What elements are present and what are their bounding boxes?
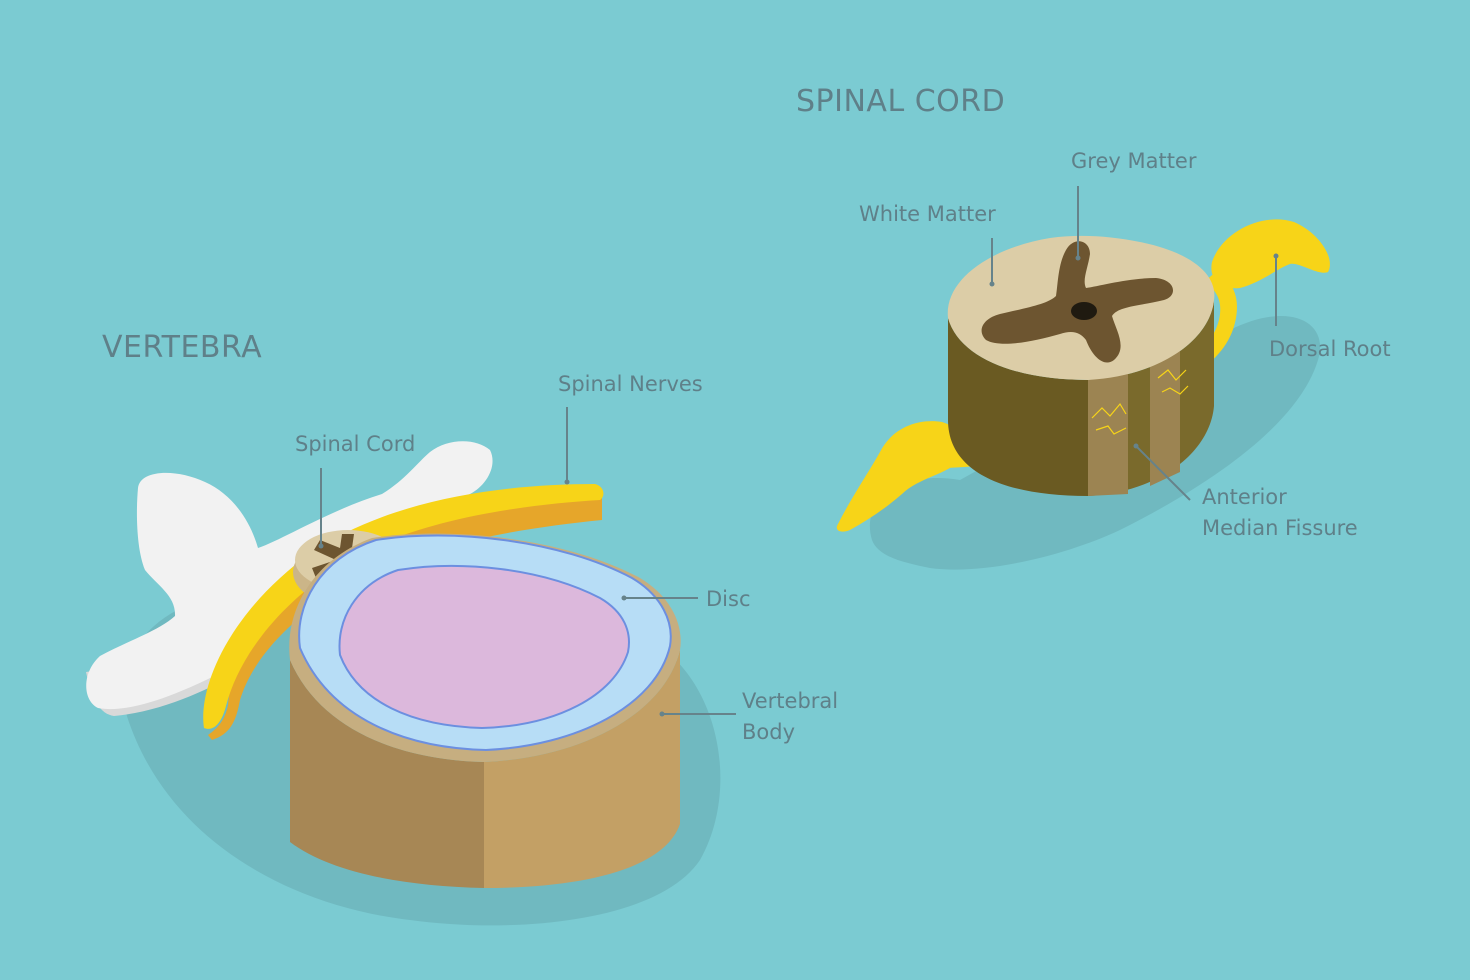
cord-left-side (948, 318, 1088, 496)
label-vertebral-body: Vertebral Body (742, 686, 838, 748)
vertebral-body-right-face (484, 650, 680, 888)
leader-anterior-median-fissure (1135, 445, 1191, 501)
nerve-fibers (1091, 369, 1189, 435)
anterior-median-fissure-band (1088, 372, 1128, 496)
label-vertebral-body-line2: Body (742, 720, 796, 744)
spinal-nerve-band (203, 484, 604, 729)
spinal-cord-title: SPINAL CORD (796, 84, 1006, 119)
grey-matter (981, 241, 1174, 363)
label-anterior-median-fissure-line2: Median Fissure (1202, 516, 1358, 540)
central-canal (1071, 302, 1097, 320)
label-spinal-cord: Spinal Cord (295, 432, 416, 456)
vertebra-title: VERTEBRA (102, 330, 263, 365)
label-dorsal-root: Dorsal Root (1269, 337, 1391, 361)
label-spinal-nerves: Spinal Nerves (558, 372, 703, 396)
cord-fissure-band-right (1150, 346, 1180, 486)
label-vertebral-body-line1: Vertebral (742, 689, 839, 713)
vertebral-body-left-face (290, 660, 484, 888)
spinal-cord-illustration (836, 219, 1330, 570)
ventral-root-ganglion (836, 421, 965, 532)
dorsal-root-nerve (1186, 270, 1238, 372)
leader-lines (318, 186, 1279, 717)
dorsal-root-ganglion (1211, 219, 1330, 289)
disc-nucleus (338, 564, 630, 730)
label-white-matter: White Matter (859, 202, 996, 226)
label-grey-matter: Grey Matter (1071, 149, 1197, 173)
label-disc: Disc (706, 587, 751, 611)
label-anterior-median-fissure-line1: Anterior (1202, 485, 1287, 509)
vertebra-illustration (86, 441, 721, 926)
label-anterior-median-fissure: Anterior Median Fissure (1202, 482, 1358, 544)
